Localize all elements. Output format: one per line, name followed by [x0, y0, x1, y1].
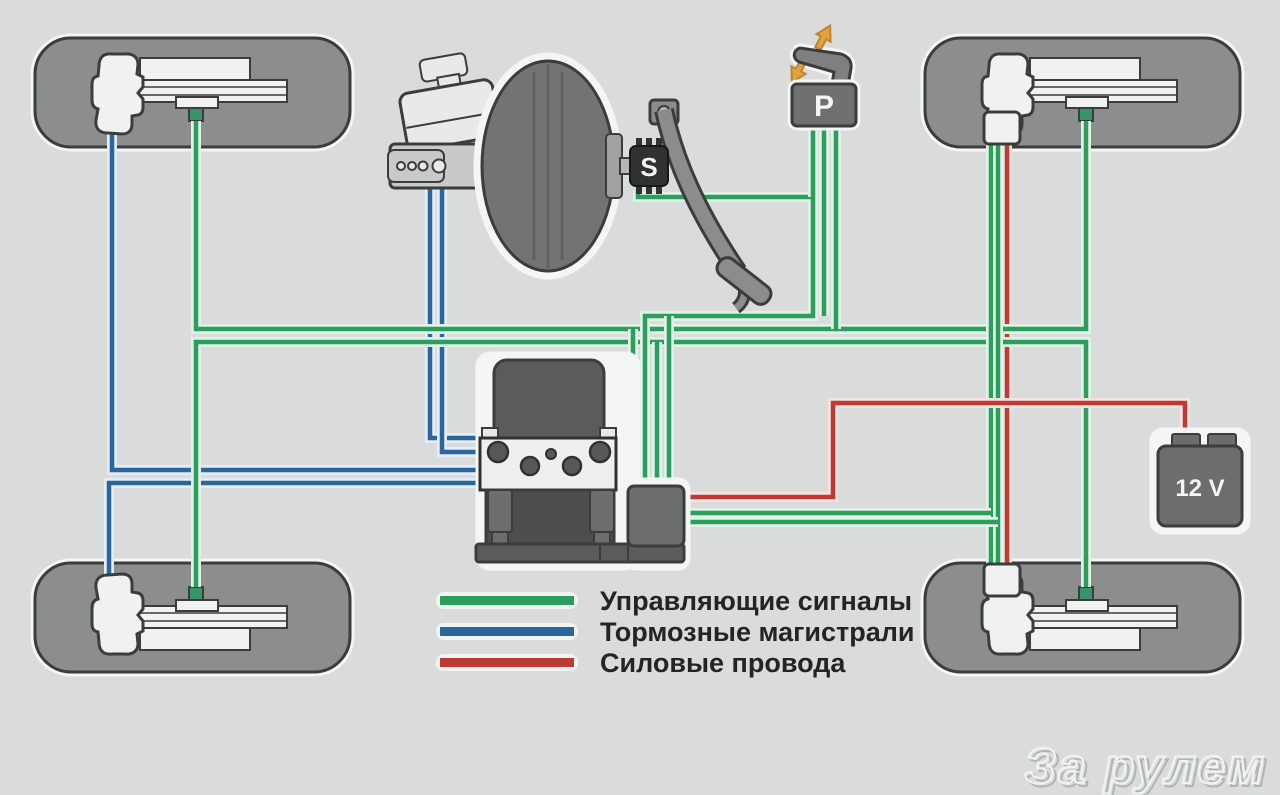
brake-fluid-reservoir: [398, 52, 502, 152]
epb-actuator-top-right: [982, 110, 1022, 146]
brake-line-master-1: [427, 186, 481, 441]
legend: Управляющие сигналы Тормозные магистрали…: [436, 586, 914, 678]
abs-base-plate: [474, 542, 686, 564]
parking-switch-label: P: [814, 90, 834, 123]
legend-swatch-brake-lines: [440, 627, 574, 636]
master-cylinder-assembly: [387, 52, 635, 280]
brake-calipers: [90, 52, 1035, 656]
pedal-pad: [715, 256, 773, 306]
abs-hydraulic-unit: [474, 351, 691, 571]
power-wire-battery: [684, 400, 1188, 500]
brake-pedal: [648, 98, 773, 314]
abs-control-unit: [626, 484, 686, 548]
legend-swatch-control-signals: [440, 596, 574, 605]
watermark-shadow: За рулем: [1027, 741, 1269, 795]
legend-swatch-power-wires: [440, 658, 574, 667]
battery-body: [1156, 444, 1244, 528]
battery-label: 12 V: [1175, 475, 1224, 502]
control-signal-wires: [191, 121, 1091, 587]
parking-brake-switch: P: [783, 20, 861, 131]
brake-line-front-left: [109, 130, 481, 473]
legend-label-power-wires: Силовые провода: [600, 648, 846, 678]
watermark: За рулем За рулем: [1023, 737, 1269, 795]
pedal-sensor: S: [629, 138, 669, 194]
abs-pump-motor: [492, 358, 606, 444]
epb-actuator-bottom-right: [982, 562, 1022, 598]
switch-body: [790, 82, 858, 128]
legend-label-brake-lines: Тормозные магистрали: [600, 617, 914, 647]
brake-line-rear-left: [106, 480, 481, 578]
legend-label-control-signals: Управляющие сигналы: [600, 586, 912, 616]
vacuum-booster: [473, 52, 623, 280]
pedal-arm: [657, 108, 744, 276]
pedal-sensor-label: S: [640, 152, 657, 182]
watermark-text: За рулем: [1024, 738, 1266, 794]
battery: 12 V: [1149, 427, 1251, 535]
brake-line-master-2: [439, 186, 481, 455]
power-wire-battery-group: [684, 398, 1190, 502]
signal-pedal-sensor: [635, 190, 816, 487]
brake-line-wires: [104, 130, 481, 578]
